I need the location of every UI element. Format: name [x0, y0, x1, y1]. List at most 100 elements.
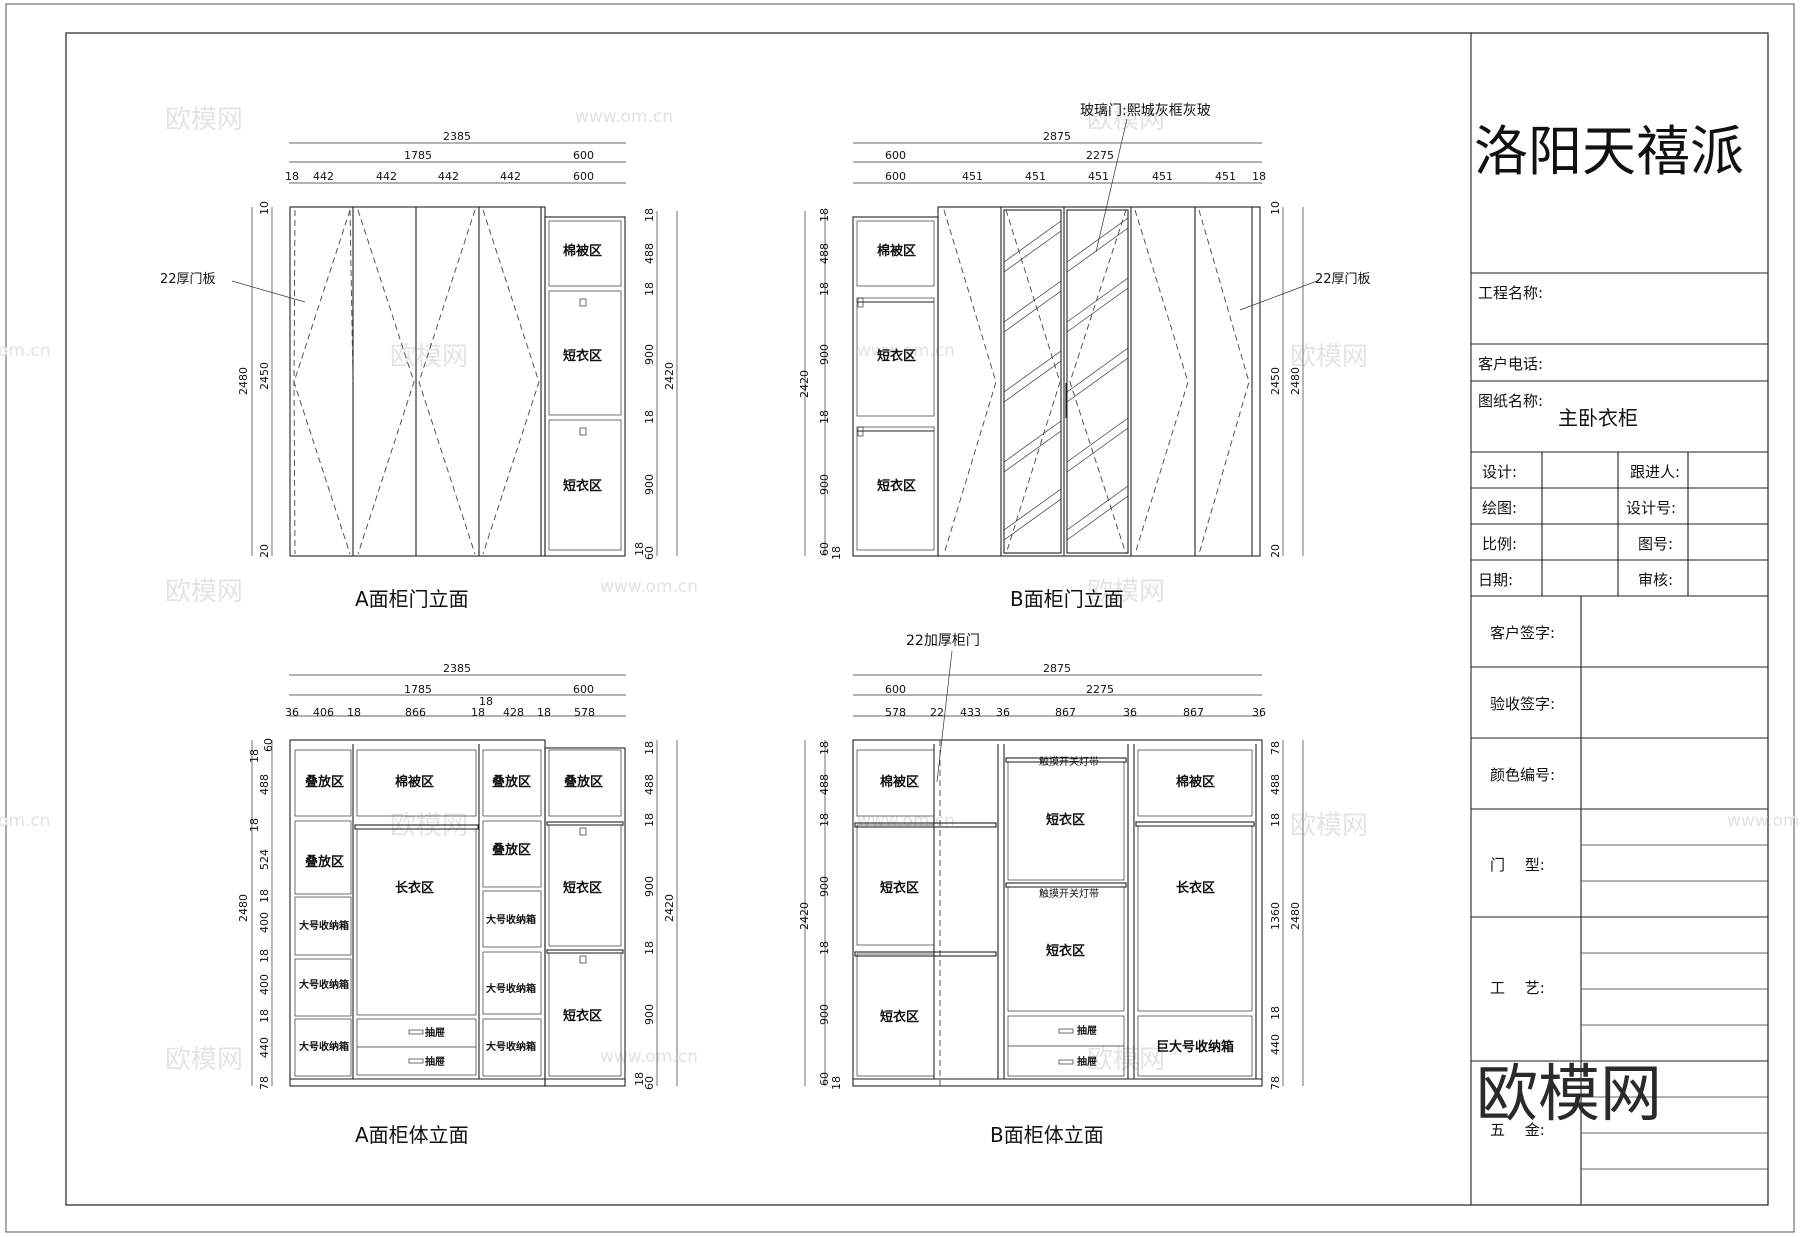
watermark-logo: 欧模网 — [1087, 577, 1165, 607]
label-fold: 叠放区 — [305, 774, 344, 790]
label-fold: 叠放区 — [564, 774, 603, 790]
watermark-logo: 欧模网 — [1087, 1045, 1165, 1075]
dim-row: 451 — [1088, 170, 1109, 183]
dim-right: 78 — [1269, 1076, 1282, 1090]
dim-left-section: 600 — [885, 683, 906, 696]
dim-mid: 18 — [479, 695, 493, 708]
dim-right: 20 — [1269, 544, 1282, 558]
dim-right: 18 — [1269, 1006, 1282, 1020]
figure-no-label: 图号: — [1638, 535, 1673, 553]
client-sign-label: 客户签字: — [1490, 624, 1555, 642]
dim-overall-width: 2385 — [443, 662, 471, 675]
dim-right: 1360 — [1269, 902, 1282, 930]
dim-left: 400 — [258, 912, 271, 933]
label-short: 短衣区 — [563, 880, 602, 896]
drawing-border — [65, 32, 1769, 1206]
label-short: 短衣区 — [880, 1009, 919, 1025]
label-light-strip: 触摸开关灯带 — [1039, 755, 1099, 768]
dim-left: 488 — [818, 243, 831, 264]
dim-row: 36 — [996, 706, 1010, 719]
dim-row: 451 — [1025, 170, 1046, 183]
dim-row: 600 — [885, 170, 906, 183]
dim-row: 433 — [960, 706, 981, 719]
dim-left: 440 — [258, 1037, 271, 1058]
dim-left-section: 600 — [885, 149, 906, 162]
dim-right-total: 2480 — [1289, 902, 1302, 930]
label-drawer: 抽屉 — [1077, 1055, 1097, 1068]
dim-right: 60 — [643, 1076, 656, 1090]
dim-left: 18 — [248, 749, 261, 763]
drawing-name-label: 图纸名称: — [1478, 392, 1543, 410]
note-door-thickness: 22厚门板 — [1315, 272, 1371, 287]
label-big-box: 大号收纳箱 — [299, 1040, 349, 1053]
dim-right: 900 — [643, 344, 656, 365]
watermark-logo: 欧模网 — [390, 811, 468, 841]
dim-row: 867 — [1055, 706, 1076, 719]
label-drawer: 抽屉 — [425, 1026, 445, 1039]
dim-overall-width: 2385 — [443, 130, 471, 143]
dim-row: 867 — [1183, 706, 1204, 719]
dim-left: 60 — [818, 542, 831, 556]
dim-doors-width: 2275 — [1086, 683, 1114, 696]
label-quilt: 棉被区 — [877, 243, 916, 259]
watermark-url: www.om.cn — [1727, 811, 1800, 831]
client-phone-label: 客户电话: — [1478, 355, 1543, 373]
dim-row: 578 — [885, 706, 906, 719]
label-quilt: 棉被区 — [395, 774, 434, 790]
dim-doors-width: 1785 — [404, 683, 432, 696]
dim-left: 900 — [818, 876, 831, 897]
dim-left: 488 — [258, 774, 271, 795]
company-name: 洛阳天禧派 — [1474, 120, 1744, 183]
dim-row: 36 — [285, 706, 299, 719]
dim-right: 18 — [643, 813, 656, 827]
label-drawer: 抽屉 — [425, 1055, 445, 1068]
watermark-brand: 欧模网 — [1476, 1057, 1662, 1130]
label-short: 短衣区 — [563, 348, 602, 364]
review-label: 审核: — [1638, 571, 1673, 589]
dim-side-width: 600 — [573, 683, 594, 696]
view-a-body-elevation: 2385 1785 600 18 36 406 18 866 18 428 18… — [237, 662, 678, 1147]
dim-right-total: 2420 — [663, 894, 676, 922]
label-short: 短衣区 — [877, 478, 916, 494]
dim-row: 578 — [574, 706, 595, 719]
label-long: 长衣区 — [1176, 880, 1215, 896]
follow-label: 跟进人: — [1630, 463, 1680, 481]
dim-right: 2450 — [1269, 367, 1282, 395]
label-quilt: 棉被区 — [563, 243, 602, 259]
dim-left: 60 — [262, 738, 275, 752]
dim-overall-width: 2875 — [1043, 662, 1071, 675]
label-big-box: 大号收纳箱 — [299, 978, 349, 991]
watermark-url: www.om.cn — [600, 1047, 698, 1067]
label-light-strip: 触摸开关灯带 — [1039, 887, 1099, 900]
dim-right: 900 — [643, 876, 656, 897]
project-name-label: 工程名称: — [1478, 284, 1543, 302]
dim-left: 900 — [818, 474, 831, 495]
dim-right: 10 — [1269, 201, 1282, 215]
dim-left: 18 — [818, 813, 831, 827]
label-huge-box: 巨大号收纳箱 — [1156, 1039, 1234, 1055]
dim-left-total: 2480 — [237, 894, 250, 922]
dim-left-total: 2420 — [798, 370, 811, 398]
dim-row: 18 — [347, 706, 361, 719]
dim-left: 18 — [258, 1009, 271, 1023]
dim-right-total: 2420 — [663, 362, 676, 390]
watermark-logo: 欧模网 — [1290, 811, 1368, 841]
design-label: 设计: — [1482, 463, 1517, 481]
label-short: 短衣区 — [880, 880, 919, 896]
dim-right: 18 — [643, 208, 656, 222]
watermark-logo: 欧模网 — [165, 105, 243, 135]
dim-left: 2450 — [258, 362, 271, 390]
dim-left: 78 — [258, 1076, 271, 1090]
dim-row: 428 — [503, 706, 524, 719]
view-b-body-elevation: 2875 600 2275 578 22 433 36 867 36 867 3… — [798, 633, 1304, 1147]
note-glass-door: 玻璃门:熙城灰框灰玻 — [1080, 102, 1211, 119]
dim-row: 18 — [537, 706, 551, 719]
draft-label: 绘图: — [1482, 499, 1517, 517]
dim-row: 451 — [962, 170, 983, 183]
dim-left: 20 — [258, 544, 271, 558]
label-big-box: 大号收纳箱 — [486, 1040, 536, 1053]
dim-row: 600 — [573, 170, 594, 183]
view-b-door-elevation: 2875 600 2275 600 451 451 451 451 451 18… — [798, 102, 1371, 611]
dim-right: 18 — [633, 542, 646, 556]
dim-row: 36 — [1123, 706, 1137, 719]
